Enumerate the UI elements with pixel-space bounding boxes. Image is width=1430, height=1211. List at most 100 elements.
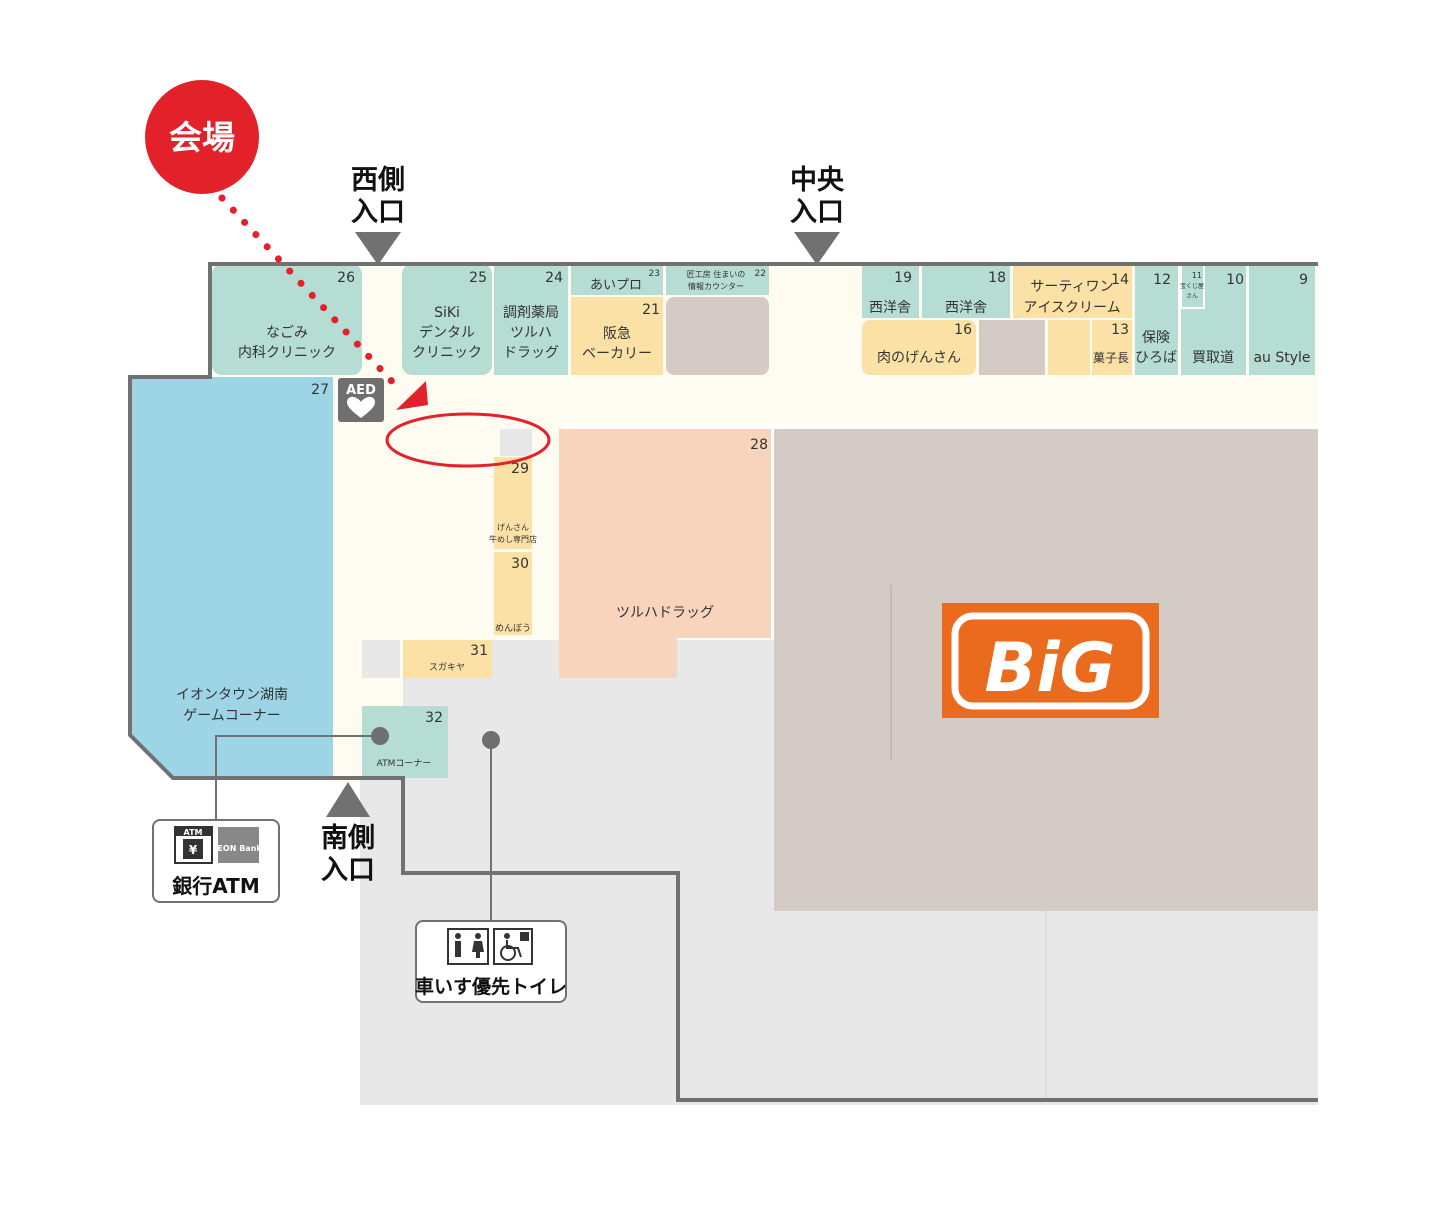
store-22-number: 22 (755, 269, 766, 279)
venue-arrow (396, 381, 428, 410)
vacant-tile (979, 320, 1045, 375)
store-18-number: 18 (988, 270, 1006, 286)
store-28-label: ツルハドラッグ (616, 605, 714, 621)
store-13-label: 菓子長 (1093, 351, 1129, 365)
atm-leader (215, 727, 389, 820)
store-18-label: 西洋舎 (945, 300, 987, 316)
store-13-number: 13 (1111, 322, 1129, 338)
atm-icon: ATM ¥ (174, 826, 213, 864)
aeon-bank-icon: ÆON Bank (214, 827, 262, 863)
store-21-label-2: ベーカリー (582, 346, 652, 362)
store-26-number: 26 (337, 270, 355, 286)
store-25-area[interactable] (402, 264, 492, 375)
store-24-label-1: 調剤薬局 (503, 305, 559, 321)
store-9-area[interactable] (1249, 264, 1315, 375)
store-16-number: 16 (954, 322, 972, 338)
store-10-label: 買取道 (1192, 350, 1234, 366)
svg-text:¥: ¥ (189, 843, 198, 857)
store-26-label-2: 内科クリニック (238, 345, 336, 361)
vacant-tile (500, 429, 532, 456)
south-entrance-line2: 入口 (321, 855, 375, 886)
store-26-label-1: なごみ (266, 325, 308, 341)
toilet-callout-title: 車いす優先トイレ (415, 975, 567, 998)
store-21-label-1: 阪急 (603, 326, 631, 342)
atm-callout-title: 銀行ATM (172, 874, 259, 898)
atm-icon-label: ATM (184, 828, 203, 837)
store-29-area[interactable] (494, 457, 532, 549)
store-24-label-3: ドラッグ (503, 345, 559, 361)
venue-route (218, 194, 551, 468)
aed-label: AED (346, 383, 376, 398)
store-11-label-2: さん (1186, 293, 1198, 300)
aed-icon: AED (338, 378, 384, 422)
store-14-area[interactable] (1013, 264, 1132, 318)
west-entrance-arrow (355, 232, 401, 265)
store-9-number: 9 (1299, 272, 1308, 288)
store-19-label: 西洋舎 (869, 300, 911, 316)
store-11-number: 11 (1192, 271, 1202, 280)
store-12-label-1: 保険 (1142, 330, 1170, 346)
store-23-label: あいプロ (590, 278, 642, 293)
venue-badge: 会場 (145, 80, 259, 194)
store-11-label-1: 宝くじ屋 (1180, 282, 1204, 290)
store-24-number: 24 (545, 270, 563, 286)
store-19-number: 19 (894, 270, 912, 286)
store-30-label: めんぼう (495, 623, 531, 634)
store-29-label-1: げんさん (497, 523, 529, 532)
store-14-number: 14 (1111, 272, 1129, 288)
store-24-label-2: ツルハ (510, 325, 552, 341)
store-31-label: スガキヤ (429, 662, 465, 673)
aeon-bank-label: ÆON Bank (214, 844, 262, 853)
store-16-area[interactable] (862, 320, 976, 375)
store-16-label: 肉のげんさん (877, 350, 961, 366)
store-22-label-2: 情報カウンター (688, 281, 744, 291)
store-12-label-2: ひろば (1135, 350, 1177, 366)
store-27-area[interactable] (130, 377, 333, 778)
vacant-tile (362, 640, 400, 678)
store-25-label-2: デンタル (419, 324, 475, 341)
store-29-label-2: 牛めし専門店 (489, 534, 537, 544)
vacant-tile (666, 297, 769, 375)
store-13-area[interactable] (1092, 320, 1132, 375)
store-31-number: 31 (470, 643, 488, 659)
store-12-area[interactable] (1135, 264, 1178, 375)
store-12-number: 12 (1153, 272, 1171, 288)
store-30-number: 30 (511, 556, 529, 572)
store-14-label-1: サーティワン (1030, 279, 1113, 295)
center-entrance-arrow (794, 232, 840, 265)
store-30-area[interactable] (494, 552, 532, 635)
venue-badge-text: 会場 (169, 118, 235, 157)
store-14-label-2: アイスクリーム (1023, 300, 1120, 316)
restroom-icon (447, 928, 489, 965)
store-27-number: 27 (311, 382, 329, 398)
atm-callout[interactable]: ATM ¥ ÆON Bank 銀行ATM (152, 819, 280, 903)
south-entrance-arrow (326, 782, 370, 817)
store-21-area[interactable] (571, 297, 663, 375)
store-26-area[interactable] (212, 264, 362, 375)
store-19-area[interactable] (862, 264, 919, 318)
store-10-number: 10 (1226, 272, 1244, 288)
store-24-area[interactable] (494, 264, 568, 375)
store-18-area[interactable] (922, 264, 1010, 318)
store-25-label-3: クリニック (412, 345, 482, 361)
store-9-label: au Style (1253, 350, 1310, 366)
store-23-area[interactable] (571, 264, 663, 295)
store-28-area[interactable] (559, 429, 771, 678)
store-27-label-1: イオンタウン湖南 (176, 687, 288, 703)
west-entrance-line1: 西側 (351, 165, 405, 196)
store-25-label-1: SiKi (434, 305, 460, 321)
toilet-callout[interactable]: 車いす優先トイレ (415, 920, 567, 1003)
store-32-label: ATMコーナー (377, 758, 432, 769)
big-logo-text: BiG (985, 629, 1116, 708)
store-31-area[interactable] (403, 640, 492, 678)
toilet-leader (482, 731, 500, 921)
center-entrance-line2: 入口 (790, 197, 844, 228)
store-27-label-2: ゲームコーナー (183, 708, 281, 724)
building-outline (128, 262, 1318, 1102)
west-entrance-line2: 入口 (351, 197, 405, 228)
store-23-number: 23 (649, 269, 660, 279)
venue-marker-ellipse (385, 412, 551, 468)
store-22-area[interactable] (666, 264, 769, 295)
store-14-lower[interactable] (1048, 320, 1090, 375)
